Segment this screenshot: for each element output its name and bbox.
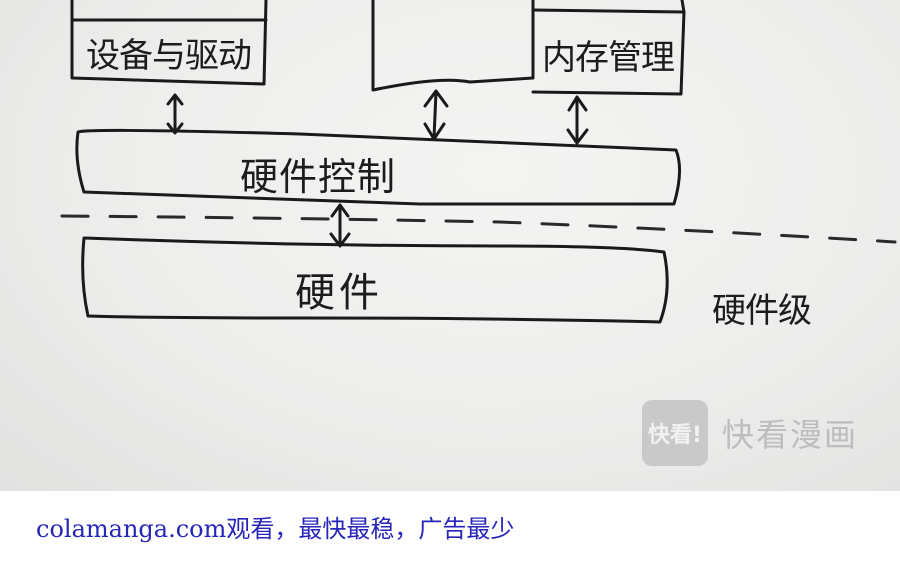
memory-management-label: 内存管理 (542, 38, 675, 78)
whiteboard-photo: 设备与驱动 内存管理 硬件控制 硬件 硬件级 快看! 快看漫画 (0, 0, 900, 491)
middle-box (371, 0, 535, 92)
memory-box-divider (531, 0, 686, 14)
arrow-driver-to-control (166, 93, 184, 135)
arrow-memory-to-control (566, 95, 589, 145)
watermark: 快看! 快看漫画 (642, 399, 858, 467)
driver-box (70, 0, 268, 86)
hardware-control-label: 硬件控制 (240, 155, 397, 199)
hardware-control-box (75, 128, 681, 206)
footer-link-text[interactable]: colamanga.com观看，最快最稳，广告最少 (36, 515, 515, 543)
device-driver-label: 设备与驱动 (86, 36, 252, 76)
watermark-brand-text: 快看漫画 (722, 416, 859, 454)
footer-banner: colamanga.com观看，最快最稳，广告最少 (0, 491, 900, 569)
hardware-box (81, 236, 669, 324)
watermark-logo-icon: 快看! (642, 400, 708, 466)
hardware-level-label: 硬件级 (712, 291, 812, 331)
arrow-middle-to-control (423, 89, 449, 141)
hand-drawn-diagram (60, 0, 897, 324)
hardware-level-divider (60, 214, 897, 244)
arrow-control-to-hardware (329, 203, 351, 248)
memory-box (531, 8, 686, 96)
hardware-label: 硬件 (295, 270, 383, 316)
